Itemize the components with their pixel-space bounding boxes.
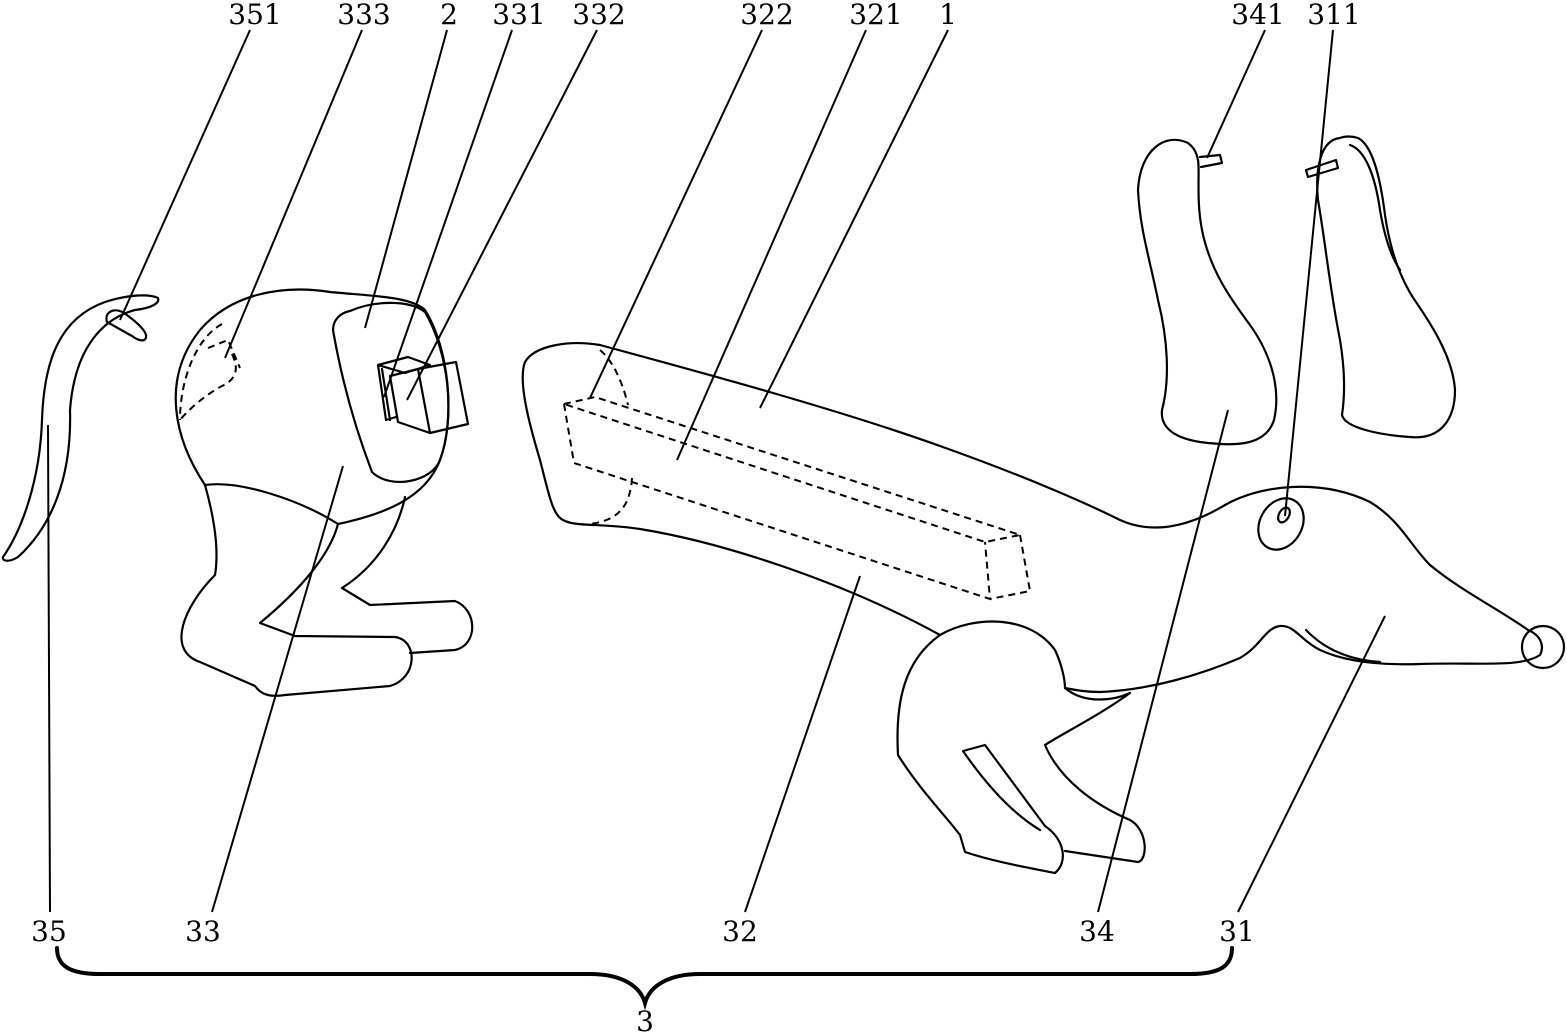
label-321: 321 <box>849 0 902 31</box>
tail-outline <box>3 295 158 560</box>
label-322: 322 <box>740 0 793 31</box>
assembly-brace <box>57 948 1232 1003</box>
leader-321 <box>677 30 866 460</box>
leader-341 <box>1207 30 1265 158</box>
rear-leg-front-outline <box>342 497 472 653</box>
label-341: 341 <box>1231 0 1284 31</box>
label-35: 35 <box>31 915 67 948</box>
label-3: 3 <box>636 1005 654 1035</box>
ear-right-outline <box>1317 137 1455 438</box>
label-2: 2 <box>440 0 458 31</box>
middle-body-part <box>523 343 1225 635</box>
label-1: 1 <box>939 0 957 31</box>
label-34: 34 <box>1079 915 1115 948</box>
tail-part <box>3 295 158 560</box>
front-leg-lower <box>897 635 1062 873</box>
leader-34 <box>1098 410 1228 912</box>
rear-socket-outline <box>333 303 448 482</box>
reference-labels: 351 333 2 331 332 322 321 1 341 311 35 3… <box>31 0 1361 1035</box>
leader-2 <box>365 30 447 328</box>
front-leg-outline <box>940 621 1145 862</box>
bar-front-face <box>564 404 990 599</box>
label-311: 311 <box>1307 0 1360 31</box>
label-333: 333 <box>337 0 390 31</box>
label-351: 351 <box>228 0 281 31</box>
leader-32 <box>745 576 860 912</box>
label-332: 332 <box>572 0 625 31</box>
eye-outer-311 <box>1249 490 1312 558</box>
bar-end-face <box>990 535 1030 599</box>
leader-1 <box>760 30 948 408</box>
rear-body-part <box>176 290 473 696</box>
leader-333 <box>225 30 362 358</box>
tail-pin-351 <box>106 310 146 340</box>
leader-33 <box>212 466 343 912</box>
label-31: 31 <box>1219 915 1255 948</box>
leader-311 <box>1285 30 1333 516</box>
rear-hidden-slot-333 <box>180 324 240 420</box>
head-part <box>897 487 1564 873</box>
label-33: 33 <box>185 915 221 948</box>
leader-35 <box>48 425 50 912</box>
rear-body-outline <box>176 290 449 524</box>
rear-leg-outline <box>181 485 411 696</box>
leader-331 <box>384 30 512 397</box>
bar-top-face <box>564 397 1020 542</box>
leader-322 <box>590 30 762 398</box>
middle-end-hidden <box>590 350 632 524</box>
ear-left-pin-341 <box>1200 155 1222 167</box>
leader-31 <box>1238 616 1385 912</box>
label-32: 32 <box>722 915 758 948</box>
leader-lines <box>48 30 1385 912</box>
connector-cube-332 <box>390 362 468 433</box>
hidden-bar-321 <box>564 397 1030 599</box>
ear-right-pin <box>1306 160 1338 177</box>
label-331: 331 <box>492 0 545 31</box>
eye-inner-311 <box>1276 506 1293 525</box>
leader-351 <box>120 30 250 320</box>
ear-left-outline <box>1138 140 1276 444</box>
